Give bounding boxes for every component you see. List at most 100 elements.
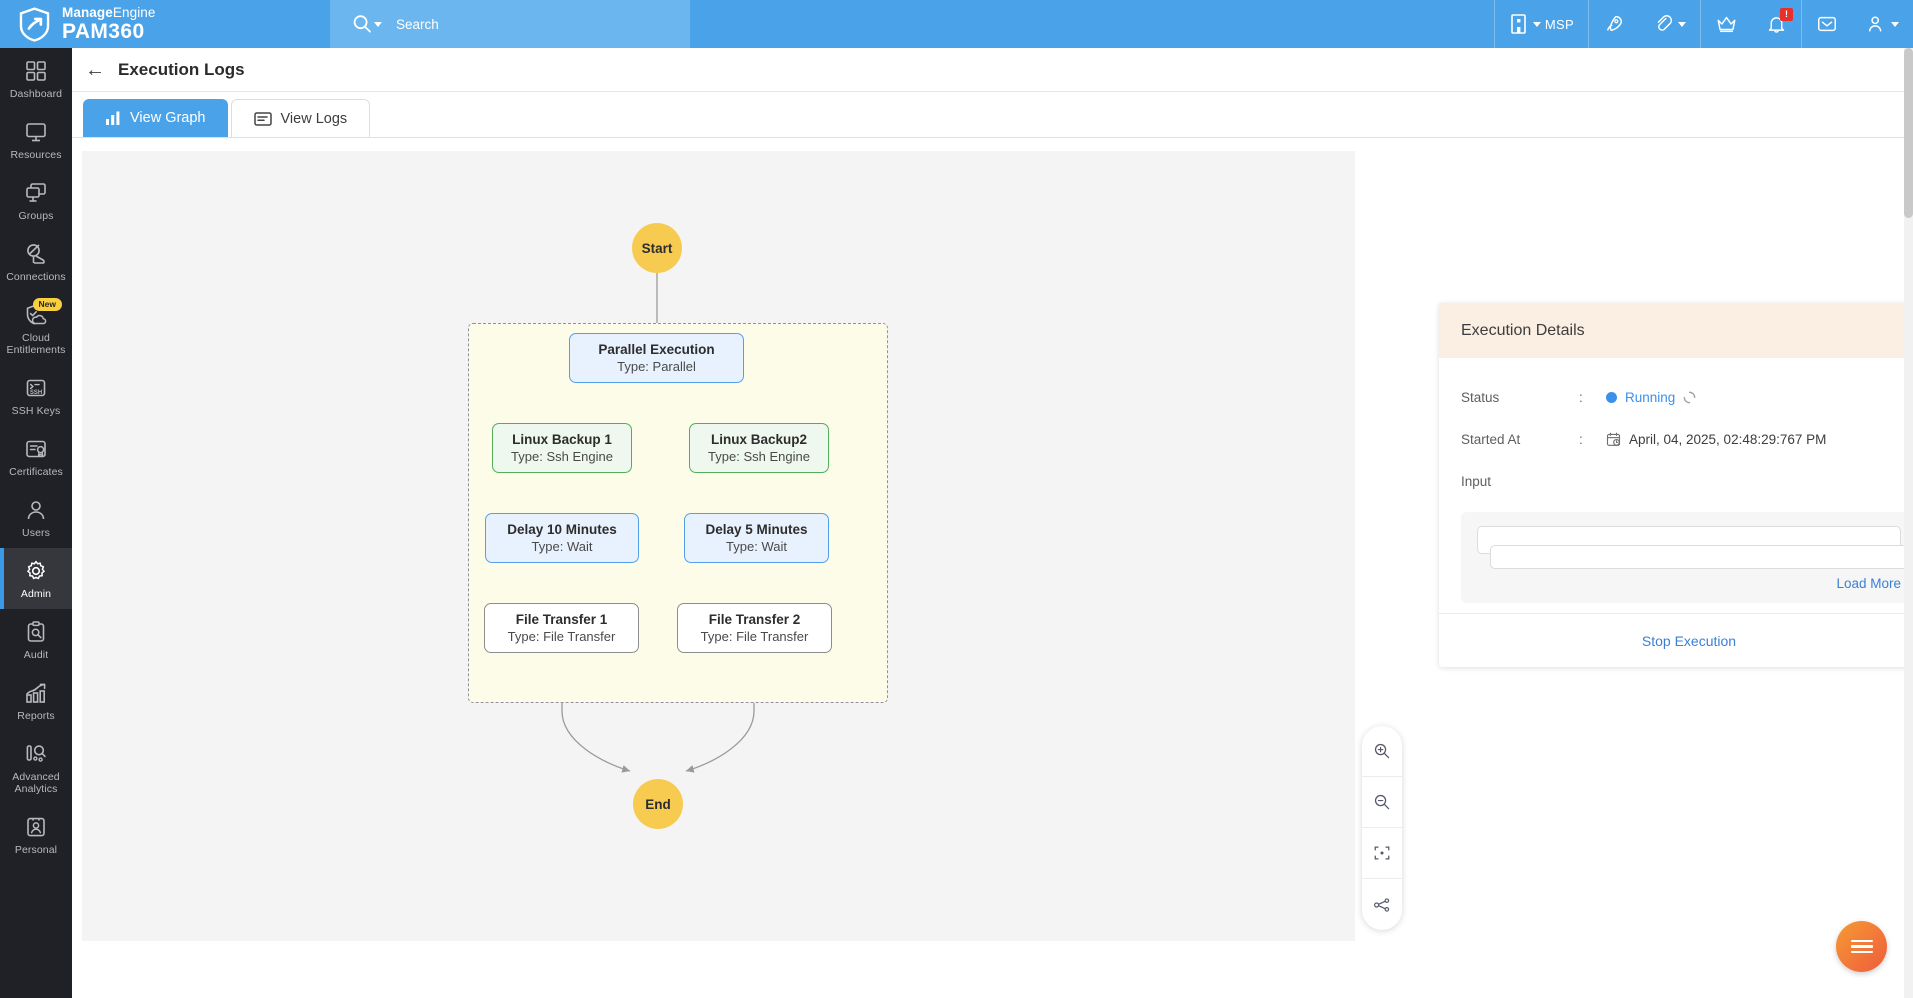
- sidebar-item-label: Groups: [18, 210, 54, 222]
- page-scrollbar[interactable]: [1904, 48, 1913, 998]
- node-label: Parallel Execution: [598, 342, 715, 357]
- certificate-icon: [24, 437, 48, 461]
- notification-badge: !: [1780, 8, 1793, 21]
- started-at-row: Started At : April, 04, 2025, 02:48:29:7…: [1461, 418, 1913, 460]
- org-selector[interactable]: MSP: [1493, 0, 1588, 48]
- chevron-down-icon: [1678, 21, 1686, 27]
- svg-text:SSH: SSH: [30, 390, 42, 396]
- user-icon: [24, 498, 48, 522]
- sidebar-item-label: Advanced Analytics: [12, 771, 60, 795]
- clipboard-search-icon: [24, 620, 48, 644]
- new-badge: New: [32, 298, 62, 311]
- workflow-graph-canvas[interactable]: Start Parallel Execution Type: Parallel …: [82, 151, 1355, 941]
- fit-to-screen-button[interactable]: [1362, 828, 1402, 879]
- node-file-transfer-1[interactable]: File Transfer 1 Type: File Transfer: [484, 603, 639, 653]
- zoom-in-icon: [1374, 743, 1390, 759]
- chevron-down-icon[interactable]: [374, 21, 382, 27]
- user-account-icon[interactable]: [1852, 0, 1913, 48]
- node-type: Type: File Transfer: [507, 629, 616, 644]
- node-start[interactable]: Start: [632, 223, 682, 273]
- shield-arrow-logo: [19, 6, 50, 42]
- node-type: Type: Wait: [531, 539, 593, 554]
- search-icon[interactable]: [352, 14, 382, 34]
- sidebar-item-dashboard[interactable]: Dashboard: [0, 48, 72, 109]
- sidebar-item-admin[interactable]: Admin: [0, 548, 72, 609]
- crown-icon[interactable]: [1700, 0, 1752, 48]
- sidebar-item-label: Connections: [6, 271, 66, 283]
- sidebar-item-advanced-analytics[interactable]: Advanced Analytics: [0, 731, 72, 804]
- input-placeholder-field[interactable]: [1477, 526, 1908, 569]
- status-dot-icon: [1606, 391, 1617, 403]
- monitor-icon: [24, 120, 48, 144]
- stop-execution-button[interactable]: Stop Execution: [1439, 613, 1913, 667]
- help-fab-button[interactable]: [1836, 921, 1887, 972]
- node-type: Type: File Transfer: [700, 629, 809, 644]
- document-lines-icon: [253, 111, 272, 126]
- sidebar-item-label: Personal: [14, 844, 58, 856]
- sidebar-item-ssh-keys[interactable]: SSH SSH Keys: [0, 365, 72, 426]
- node-label: Delay 10 Minutes: [507, 522, 617, 537]
- sidebar-item-cloud-entitlements[interactable]: New Cloud Entitlements: [0, 292, 72, 365]
- bell-icon[interactable]: !: [1752, 0, 1801, 48]
- sidebar-item-label: Cloud Entitlements: [6, 332, 66, 356]
- started-at-value-group: April, 04, 2025, 02:48:29:767 PM: [1606, 432, 1826, 447]
- sidebar-item-groups[interactable]: Groups: [0, 170, 72, 231]
- sidebar-item-audit[interactable]: Audit: [0, 609, 72, 670]
- loading-spinner-icon: [1683, 391, 1696, 403]
- node-type: Type: Wait: [726, 539, 787, 554]
- chevron-down-icon: [1891, 21, 1899, 27]
- grid-icon: [24, 59, 48, 83]
- tab-view-graph[interactable]: View Graph: [83, 99, 228, 137]
- sidebar-item-resources[interactable]: Resources: [0, 109, 72, 170]
- gear-icon: [24, 559, 48, 583]
- sidebar-item-label: Resources: [10, 149, 62, 161]
- status-value-group: Running: [1606, 390, 1696, 405]
- graph-controls: [1362, 726, 1402, 930]
- zoom-out-button[interactable]: [1362, 777, 1402, 828]
- execution-details-title: Execution Details: [1439, 303, 1913, 358]
- node-linux-backup-2[interactable]: Linux Backup2 Type: Ssh Engine: [689, 423, 829, 473]
- satellite-dish-icon: [24, 242, 48, 266]
- node-delay-10-minutes[interactable]: Delay 10 Minutes Type: Wait: [485, 513, 639, 563]
- page-container: ← Execution Logs View Graph View Logs: [72, 48, 1913, 998]
- node-parallel-execution[interactable]: Parallel Execution Type: Parallel: [569, 333, 744, 383]
- brand-logo[interactable]: ManageEngine PAM360: [0, 0, 330, 48]
- sidebar-item-label: Reports: [17, 710, 55, 722]
- sidebar-item-label: Certificates: [9, 466, 63, 478]
- search-input[interactable]: Search: [396, 16, 439, 32]
- bar-chart-trend-icon: [24, 681, 48, 705]
- node-label: Start: [641, 240, 673, 256]
- input-row: Input: [1461, 460, 1913, 502]
- rocket-icon[interactable]: [1588, 0, 1639, 48]
- building-icon: [1511, 14, 1526, 34]
- ssh-terminal-icon: SSH: [24, 376, 48, 400]
- chevron-down-icon: [1532, 21, 1541, 27]
- scrollbar-thumb[interactable]: [1904, 48, 1913, 218]
- search-bar[interactable]: Search: [330, 0, 690, 48]
- link-icon[interactable]: [1639, 0, 1700, 48]
- started-at-value: April, 04, 2025, 02:48:29:767 PM: [1629, 431, 1827, 447]
- zoom-in-button[interactable]: [1362, 726, 1402, 777]
- layout-graph-button[interactable]: [1362, 879, 1402, 930]
- tab-view-logs[interactable]: View Logs: [230, 99, 371, 137]
- sidebar-item-certificates[interactable]: Certificates: [0, 426, 72, 487]
- node-label: File Transfer 1: [515, 612, 608, 627]
- org-label: MSP: [1544, 16, 1574, 32]
- arrow-left-icon[interactable]: ←: [85, 58, 105, 81]
- calendar-clock-icon: [1606, 432, 1621, 446]
- sidebar-item-reports[interactable]: Reports: [0, 670, 72, 731]
- node-file-transfer-2[interactable]: File Transfer 2 Type: File Transfer: [677, 603, 832, 653]
- node-delay-5-minutes[interactable]: Delay 5 Minutes Type: Wait: [684, 513, 829, 563]
- tab-label: View Logs: [280, 110, 348, 127]
- sidebar-item-personal[interactable]: Personal: [0, 804, 72, 865]
- node-label: File Transfer 2: [708, 612, 801, 627]
- load-more-link[interactable]: Load More: [1836, 576, 1901, 591]
- tab-bar: View Graph View Logs: [72, 92, 1913, 138]
- node-linux-backup-1[interactable]: Linux Backup 1 Type: Ssh Engine: [492, 423, 632, 473]
- page-title: Execution Logs: [118, 59, 245, 79]
- mail-icon[interactable]: [1801, 0, 1852, 48]
- node-end[interactable]: End: [633, 779, 683, 829]
- status-badge: Running: [1625, 389, 1676, 405]
- sidebar-item-users[interactable]: Users: [0, 487, 72, 548]
- sidebar-item-connections[interactable]: Connections: [0, 231, 72, 292]
